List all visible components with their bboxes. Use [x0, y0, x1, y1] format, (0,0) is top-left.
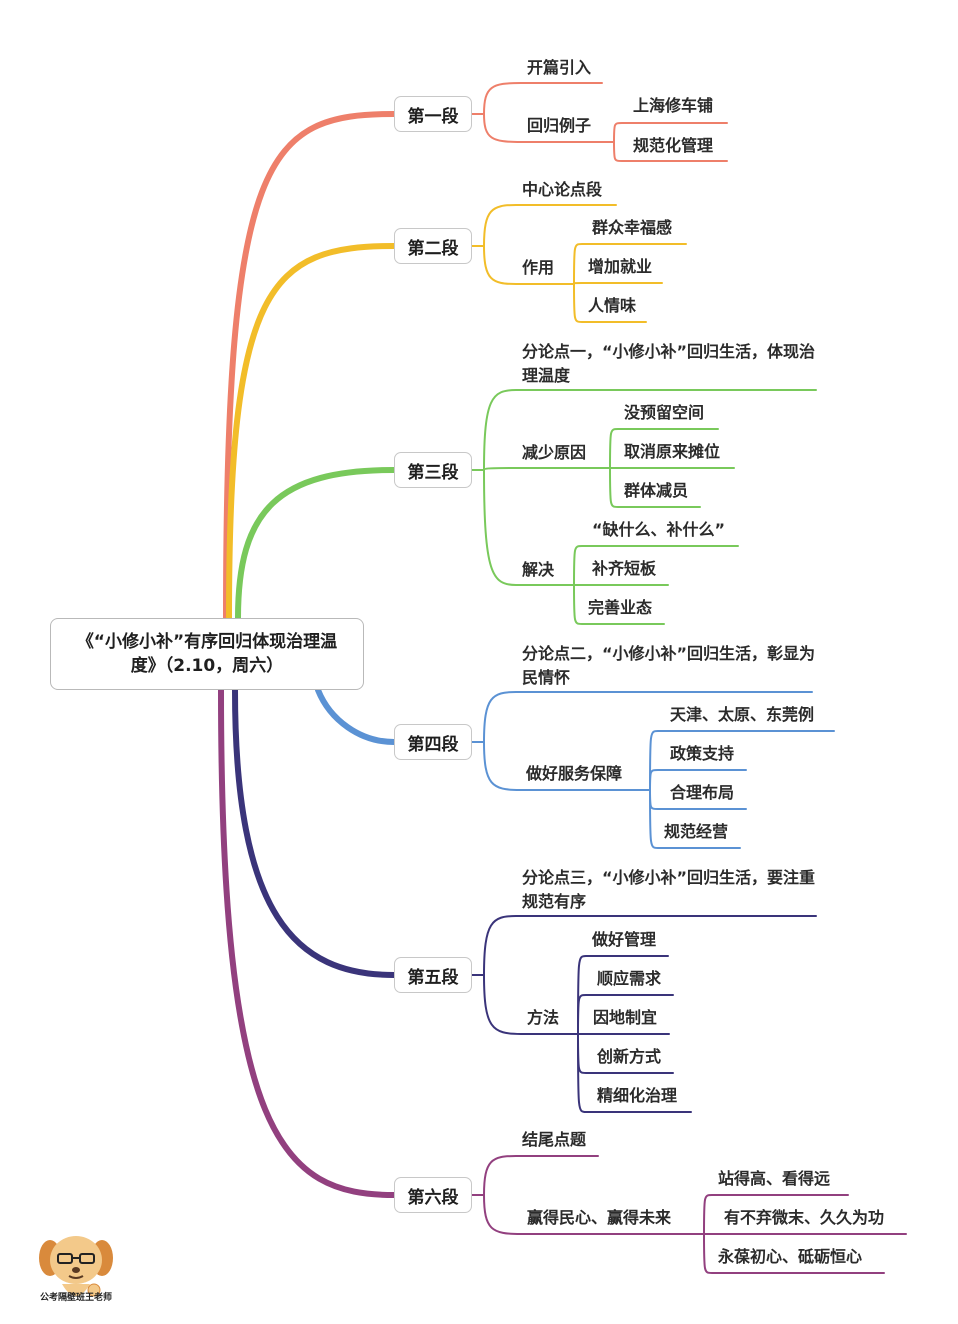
- item-branch: [483, 389, 817, 471]
- item-branch: [483, 204, 617, 247]
- item-label[interactable]: 中心论点段: [522, 180, 603, 199]
- dog-mascot-icon: [39, 1236, 113, 1297]
- item-label[interactable]: 解决: [522, 560, 555, 579]
- subitem-branch: [577, 1033, 692, 1113]
- item-label[interactable]: 方法: [527, 1008, 560, 1027]
- item-branch: [483, 469, 575, 586]
- subitem-label[interactable]: 创新方式: [597, 1047, 662, 1066]
- subitem-branch: [609, 428, 719, 469]
- subitem-label[interactable]: 规范化管理: [633, 136, 714, 155]
- subitem-label[interactable]: 群众幸福感: [592, 218, 673, 237]
- section-node-3[interactable]: 第三段: [394, 452, 472, 488]
- subitem-label[interactable]: 取消原来摊位: [624, 442, 721, 461]
- subitem-branch: [613, 141, 728, 162]
- section-node-6[interactable]: 第六段: [394, 1177, 472, 1213]
- item-branch: [483, 741, 651, 791]
- subitem-label[interactable]: 规范经营: [664, 822, 729, 841]
- item-label[interactable]: 分论点一，“小修小补”回归生活，体现治理温度: [522, 342, 816, 385]
- subitem-label[interactable]: 政策支持: [670, 744, 735, 763]
- item-branch: [483, 691, 813, 743]
- subitem-label[interactable]: 增加就业: [588, 257, 653, 276]
- item-branch: [483, 915, 817, 976]
- section-node-2[interactable]: 第二段: [394, 228, 472, 264]
- section-node-4[interactable]: 第四段: [394, 724, 472, 760]
- subitem-label[interactable]: 顺应需求: [597, 969, 662, 988]
- trunk-branch-2: [226, 243, 397, 621]
- trunk-branch-1: [223, 111, 397, 621]
- subitem-label[interactable]: 永葆初心、砥砺恒心: [718, 1247, 863, 1266]
- subitem-label[interactable]: 完善业态: [588, 598, 653, 617]
- item-label[interactable]: 减少原因: [522, 443, 587, 462]
- item-label[interactable]: 结尾点题: [522, 1130, 587, 1149]
- trunk-branch-6: [218, 687, 397, 1198]
- watermark-caption: 公考隔壁班王老师: [39, 1293, 112, 1303]
- subitem-label[interactable]: 人情味: [588, 296, 637, 315]
- subitem-label[interactable]: 因地制宜: [593, 1008, 658, 1027]
- item-branch: [483, 113, 615, 143]
- subitem-label[interactable]: 天津、太原、东莞例: [670, 705, 815, 724]
- subitem-label[interactable]: 精细化治理: [597, 1086, 678, 1105]
- root-topic[interactable]: 《“小修小补”有序回归体现治理温度》（2.10，周六）: [50, 618, 364, 690]
- subitem-label[interactable]: 没预留空间: [624, 403, 705, 422]
- root-title: 《“小修小补”有序回归体现治理温度》（2.10，周六）: [76, 632, 338, 676]
- item-branch: [483, 245, 575, 285]
- trunk-branch-4: [315, 687, 397, 745]
- section-node-1[interactable]: 第一段: [394, 96, 472, 132]
- subitem-branch: [573, 243, 687, 285]
- subitem-label[interactable]: 合理布局: [670, 783, 735, 802]
- subitem-label[interactable]: 补齐短板: [592, 559, 657, 578]
- subitem-branch: [573, 282, 663, 285]
- subitem-branch: [613, 122, 728, 143]
- item-branch: [483, 974, 579, 1035]
- item-branch: [483, 1155, 599, 1196]
- subitem-branch: [649, 789, 741, 849]
- subitem-branch: [609, 467, 701, 508]
- subitem-branch: [649, 769, 747, 791]
- item-label[interactable]: 做好服务保障: [526, 764, 623, 783]
- trunk-branch-3: [235, 467, 397, 621]
- item-label[interactable]: 开篇引入: [527, 58, 592, 77]
- item-branch: [483, 1194, 705, 1235]
- subitem-branch: [703, 1194, 849, 1235]
- subitem-branch: [573, 584, 665, 625]
- subitem-label[interactable]: 群体减员: [624, 481, 689, 500]
- item-label[interactable]: 分论点三，“小修小补”回归生活，要注重规范有序: [522, 868, 816, 911]
- item-label[interactable]: 作用: [522, 258, 555, 277]
- subitem-label[interactable]: 做好管理: [592, 930, 657, 949]
- item-branch: [483, 82, 603, 115]
- item-label[interactable]: 回归例子: [527, 116, 592, 135]
- subitem-branch: [573, 545, 739, 586]
- subitem-label[interactable]: 上海修车铺: [633, 96, 714, 115]
- subitem-label[interactable]: 站得高、看得远: [718, 1169, 831, 1188]
- subitem-branch: [703, 1233, 885, 1274]
- section-node-5[interactable]: 第五段: [394, 957, 472, 993]
- item-label[interactable]: 赢得民心、赢得未来: [527, 1208, 672, 1227]
- subitem-label[interactable]: 有不弃微末、久久为功: [724, 1208, 885, 1227]
- item-label[interactable]: 分论点二，“小修小补”回归生活，彰显为民情怀: [522, 644, 816, 687]
- item-branch: [483, 467, 611, 471]
- subitem-branch: [573, 283, 647, 323]
- trunk-branch-5: [232, 687, 397, 978]
- subitem-label[interactable]: “缺什么、补什么”: [592, 520, 726, 539]
- subitem-branch: [577, 994, 674, 1035]
